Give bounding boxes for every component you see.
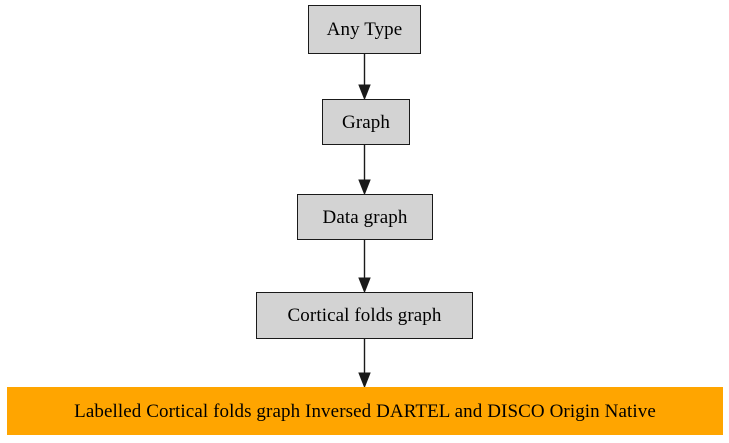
node-cortical-folds-graph[interactable]: Cortical folds graph <box>256 292 473 339</box>
node-data-graph[interactable]: Data graph <box>297 194 433 240</box>
node-graph-label: Graph <box>342 111 390 133</box>
node-labelled-cortical-folds-graph[interactable]: Labelled Cortical folds graph Inversed D… <box>7 387 723 435</box>
node-data-graph-label: Data graph <box>322 206 408 228</box>
edge-any-type-to-graph <box>358 54 371 101</box>
node-any-type-label: Any Type <box>326 19 403 40</box>
edge-data-graph-to-cortical <box>358 240 371 294</box>
node-cortical-folds-graph-label: Cortical folds graph <box>287 305 442 326</box>
edge-graph-to-data-graph <box>358 145 371 196</box>
node-labelled-cortical-folds-graph-label: Labelled Cortical folds graph Inversed D… <box>74 400 656 422</box>
node-graph[interactable]: Graph <box>322 99 410 145</box>
node-any-type[interactable]: Any Type <box>308 5 421 54</box>
edge-cortical-to-labelled <box>358 339 371 389</box>
